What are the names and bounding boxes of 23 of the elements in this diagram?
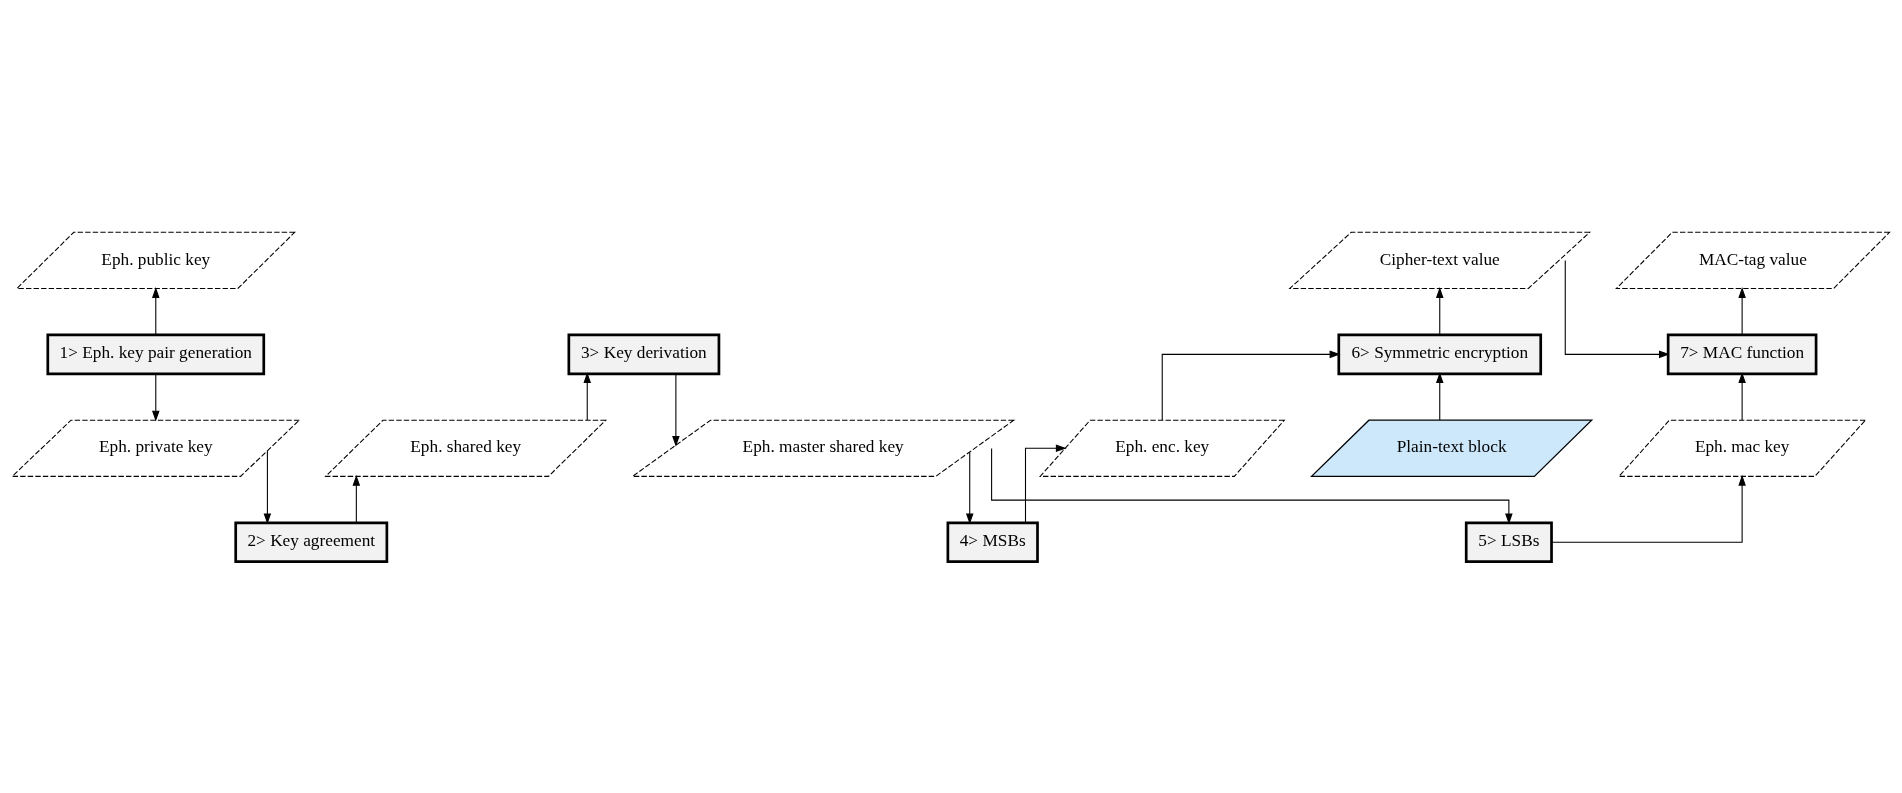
arrow bbox=[583, 371, 592, 421]
arrow bbox=[152, 286, 160, 335]
arrow bbox=[965, 451, 974, 524]
arrow bbox=[672, 372, 680, 447]
arrow bbox=[1024, 444, 1067, 523]
node-box: 7> MAC function bbox=[1666, 333, 1818, 375]
node-box: 3> Key derivation bbox=[567, 333, 721, 375]
node-box: 4> MSBs bbox=[946, 520, 1039, 563]
arrow bbox=[1435, 286, 1444, 335]
arrow bbox=[1435, 371, 1444, 421]
arrow bbox=[352, 474, 361, 523]
arrow bbox=[991, 447, 1513, 524]
arrow bbox=[1551, 474, 1746, 543]
arrow bbox=[1738, 286, 1746, 335]
arrow bbox=[152, 372, 160, 422]
arrow bbox=[1738, 371, 1746, 421]
arrow bbox=[263, 449, 272, 524]
node-box: 6> Symmetric encryption bbox=[1337, 333, 1543, 375]
node-box: 2> Key agreement bbox=[234, 520, 389, 563]
node-box: 5> LSBs bbox=[1464, 520, 1553, 563]
arrow bbox=[1564, 259, 1670, 358]
node-box: 1> Eph. key pair generation bbox=[46, 333, 266, 375]
arrow bbox=[1161, 350, 1341, 421]
